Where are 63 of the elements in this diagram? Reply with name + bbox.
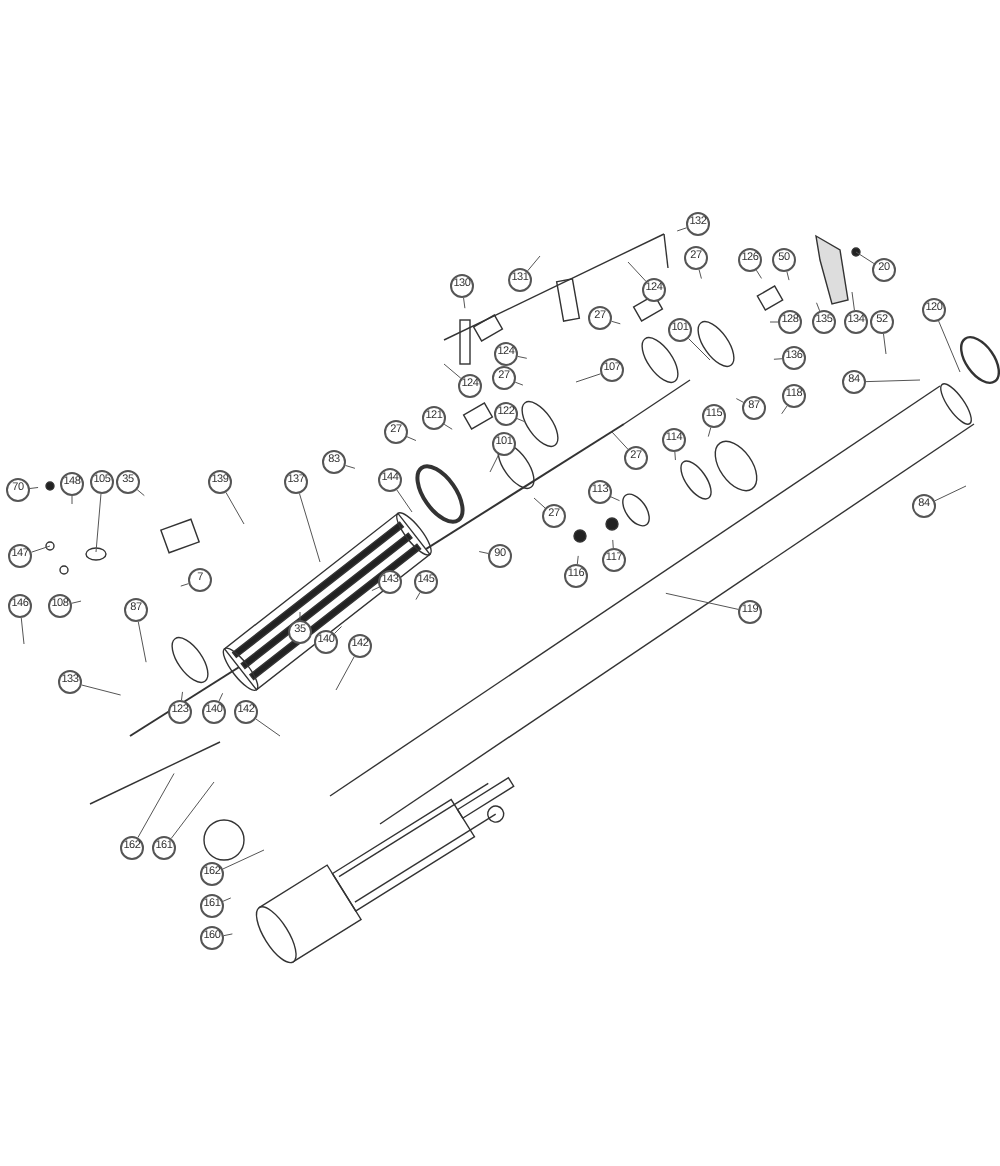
leader-line [883,333,887,355]
leader-line [345,464,356,469]
leader-line [489,454,500,473]
leader-line [223,933,233,937]
leader-line [627,261,647,282]
leader-line [865,379,921,383]
leader-line [170,781,215,839]
leader-line [735,398,744,403]
leader-line [786,271,790,281]
leader-line [698,269,702,280]
leader-line [299,611,301,621]
leader-line [443,423,453,430]
leader-line [478,551,489,554]
leader-line [298,493,321,563]
leader-line [406,436,417,442]
leader-line [30,545,51,553]
leader-line [676,227,688,232]
leader-line [255,718,281,737]
leader-line [611,431,629,450]
leader-line [781,405,788,415]
leader-line [938,320,961,373]
leader-line [180,583,190,587]
leader-line [533,497,546,509]
leader-line [225,491,245,525]
leader-line [769,321,779,323]
leader-line [575,373,602,383]
leader-line [610,496,621,502]
leader-line [136,489,145,497]
leader-line [514,381,524,386]
leader-line [527,255,541,272]
leader-line [612,539,614,549]
leader-line [665,592,739,610]
leader-line [95,493,102,553]
leader-line [71,600,82,604]
leader-line [516,418,526,423]
leader-line [415,591,421,601]
leader-line [137,773,175,839]
leader-line [71,495,73,505]
leader-line [816,302,821,312]
leader-line [707,427,712,438]
leader-line [81,684,122,696]
leader-line [181,691,183,701]
leader-line [463,297,466,309]
leader-line [222,897,232,902]
leader-line [371,586,380,592]
leader-line [934,485,967,502]
leader-line [855,251,875,264]
leader-line [755,269,762,279]
leader-line [851,291,855,311]
leader-line [137,621,147,663]
leader-line [773,358,783,360]
leader-line [688,338,711,361]
leader-line [335,656,355,691]
leader-line [222,849,265,870]
leader-line [443,363,462,379]
leader-line [674,451,676,461]
leader-line [576,555,579,565]
leader-line [611,320,621,325]
leader-line [20,617,25,645]
leader-line [218,692,224,702]
leader-line [396,489,413,513]
leader-line [29,487,39,489]
leader-line [517,355,528,359]
